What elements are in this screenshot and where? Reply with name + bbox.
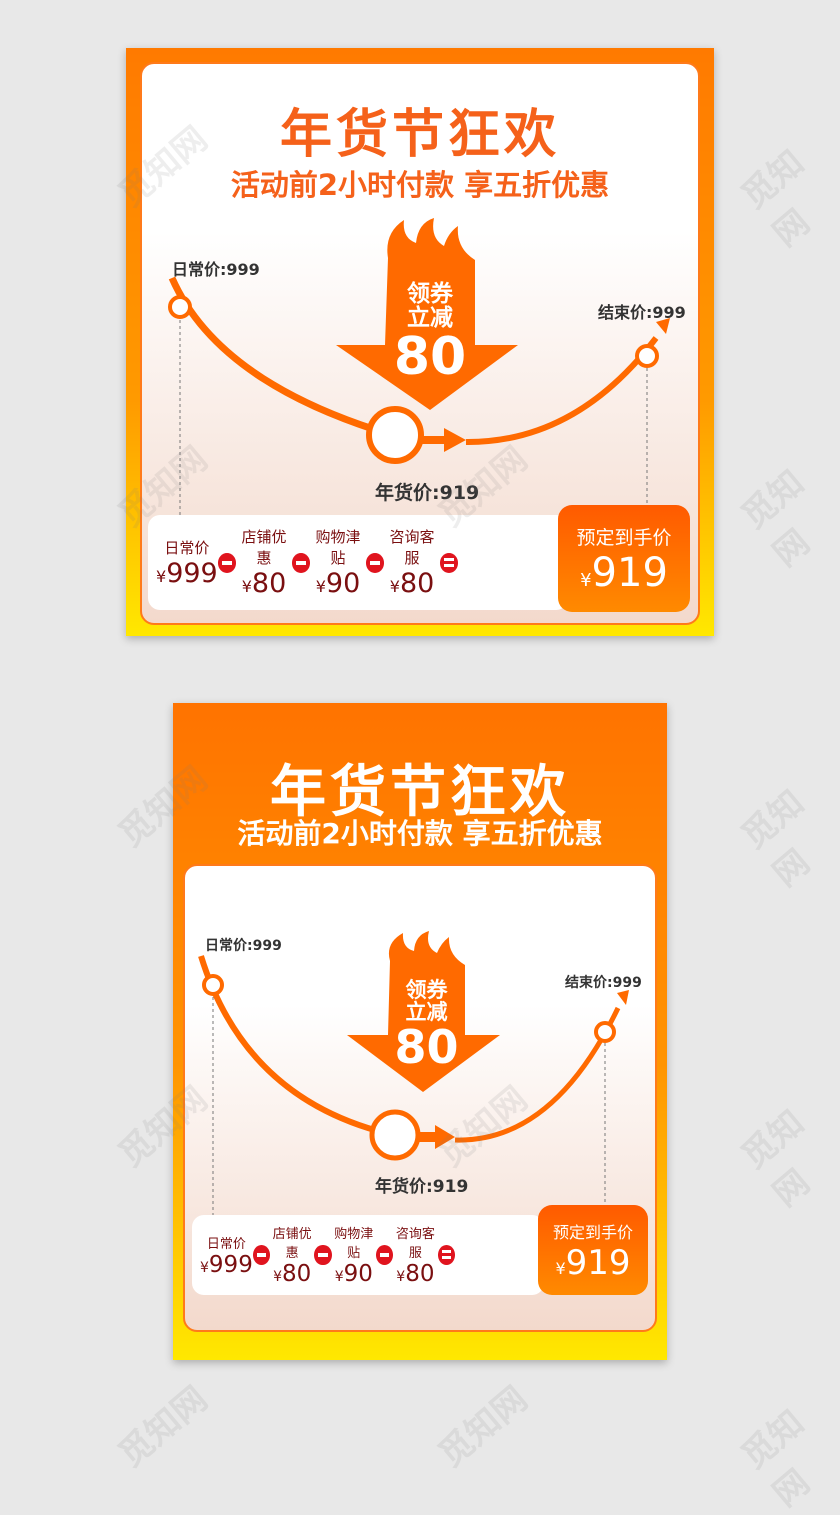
breakdown-item: 购物津贴 ¥90 [332,1223,377,1287]
item-value: 999 [166,557,218,589]
festival-dot [369,1109,421,1161]
poster-subtitle: 活动前2小时付款 享五折优惠 [237,817,603,850]
breakdown-item: 店铺优惠 ¥80 [236,526,292,599]
item-label: 购物津贴 [334,1227,374,1261]
item-value: 90 [343,1261,373,1287]
final-currency: ¥ [580,570,592,591]
festival-price-label: 年货价:919 [375,482,480,504]
watermark: 觅知网 [111,1379,216,1476]
promo-poster-square: 年货节狂欢 活动前2小时付款 享五折优惠 领券 立减 80 日常价:999 结束… [126,48,714,636]
minus-icon [376,1245,394,1265]
breakdown-item: 咨询客服 ¥80 [393,1223,438,1287]
flame-arrow-icon [336,218,518,410]
curve-up [454,1006,621,1143]
final-label: 预定到手价 [552,1223,633,1242]
watermark: 觅知网 [734,782,818,895]
breakdown-item: 店铺优惠 ¥80 [270,1223,315,1287]
minus-icon [365,552,385,573]
poster-title: 年货节狂欢 [279,105,560,165]
minus-icon [291,552,311,573]
curve-down [168,276,378,434]
item-label: 店铺优惠 [272,1227,312,1261]
item-label: 咨询客服 [389,528,435,567]
coupon-line1: 领券 [405,978,448,1002]
item-currency: ¥ [156,566,167,586]
item-currency: ¥ [334,1269,344,1285]
final-price-box: 预定到手价 ¥919 [538,1205,648,1295]
flame-arrow-icon [347,931,500,1092]
breakdown-item: 购物津贴 ¥90 [310,526,366,599]
breakdown-item: 咨询客服 ¥80 [384,526,440,599]
minus-icon [217,552,237,573]
item-value: 80 [282,1261,312,1287]
coupon-value: 80 [393,327,467,388]
minus-icon [252,1245,270,1265]
watermark: 觅知网 [734,462,818,575]
breakdown-item: 日常价 ¥999 [200,1233,253,1278]
final-label: 预定到手价 [576,527,672,549]
breakdown-item: 日常价 ¥999 [156,537,218,589]
festival-dot [366,406,424,464]
arrow-right-icon [422,428,466,452]
price-breakdown-bar: 日常价 ¥999 店铺优惠 ¥80 购物津贴 ¥90 咨询客服 ¥80 [192,1215,544,1295]
start-dot [202,974,224,996]
equals-icon [439,552,459,573]
watermark: 觅知网 [734,142,818,255]
arrow-up-icon [617,990,629,1005]
final-price-box: 预定到手价 ¥919 [558,505,690,612]
final-value: 919 [591,550,668,596]
price-curve-graphic [168,218,670,516]
item-value: 90 [325,568,361,599]
start-dot [168,295,192,319]
arrow-right-icon [419,1125,455,1149]
arrow-up-icon [656,318,670,334]
minus-icon [314,1245,332,1265]
item-currency: ¥ [241,577,252,596]
item-label: 购物津贴 [315,528,361,567]
promo-poster-tall: 年货节狂欢 活动前2小时付款 享五折优惠 领券 立减 80 日常价:999 结束… [173,703,667,1360]
watermark: 觅知网 [734,1102,818,1215]
item-value: 80 [405,1261,435,1287]
coupon-line2: 立减 [407,305,453,332]
watermark: 觅知网 [734,1402,818,1515]
item-currency: ¥ [315,577,326,596]
curve-down [198,955,379,1134]
item-currency: ¥ [396,1269,406,1285]
poster-subtitle: 活动前2小时付款 享五折优惠 [230,168,610,202]
coupon-badge: 领券 立减 80 [385,282,475,385]
item-currency: ¥ [200,1259,209,1276]
end-dot [635,344,659,368]
item-label: 咨询客服 [395,1227,435,1261]
item-value: 999 [208,1251,253,1278]
item-label: 店铺优惠 [241,528,287,567]
start-price-label: 日常价:999 [205,938,282,954]
poster-title: 年货节狂欢 [270,760,570,825]
item-value: 80 [251,568,287,599]
final-value: 919 [565,1243,631,1283]
coupon-value: 80 [394,1020,459,1075]
curve-up [465,336,659,446]
item-currency: ¥ [389,577,400,596]
final-currency: ¥ [555,1259,566,1278]
price-curve-graphic [198,931,629,1215]
item-label: 日常价 [164,538,210,557]
coupon-line2: 立减 [405,1000,448,1025]
item-currency: ¥ [273,1269,282,1285]
end-price-label: 结束价:999 [565,975,642,991]
coupon-line1: 领券 [407,281,453,307]
coupon-badge: 领券 立减 80 [388,979,465,1071]
item-label: 日常价 [206,1236,246,1252]
start-price-label: 日常价:999 [172,260,260,279]
watermark: 觅知网 [431,1379,536,1476]
price-breakdown-bar: 日常价 ¥999 店铺优惠 ¥80 购物津贴 ¥90 咨询客服 ¥80 [148,515,568,610]
end-dot [594,1021,616,1043]
item-value: 80 [399,568,435,599]
festival-price-label: 年货价:919 [375,1177,469,1197]
equals-icon [437,1245,455,1265]
end-price-label: 结束价:999 [598,303,686,322]
